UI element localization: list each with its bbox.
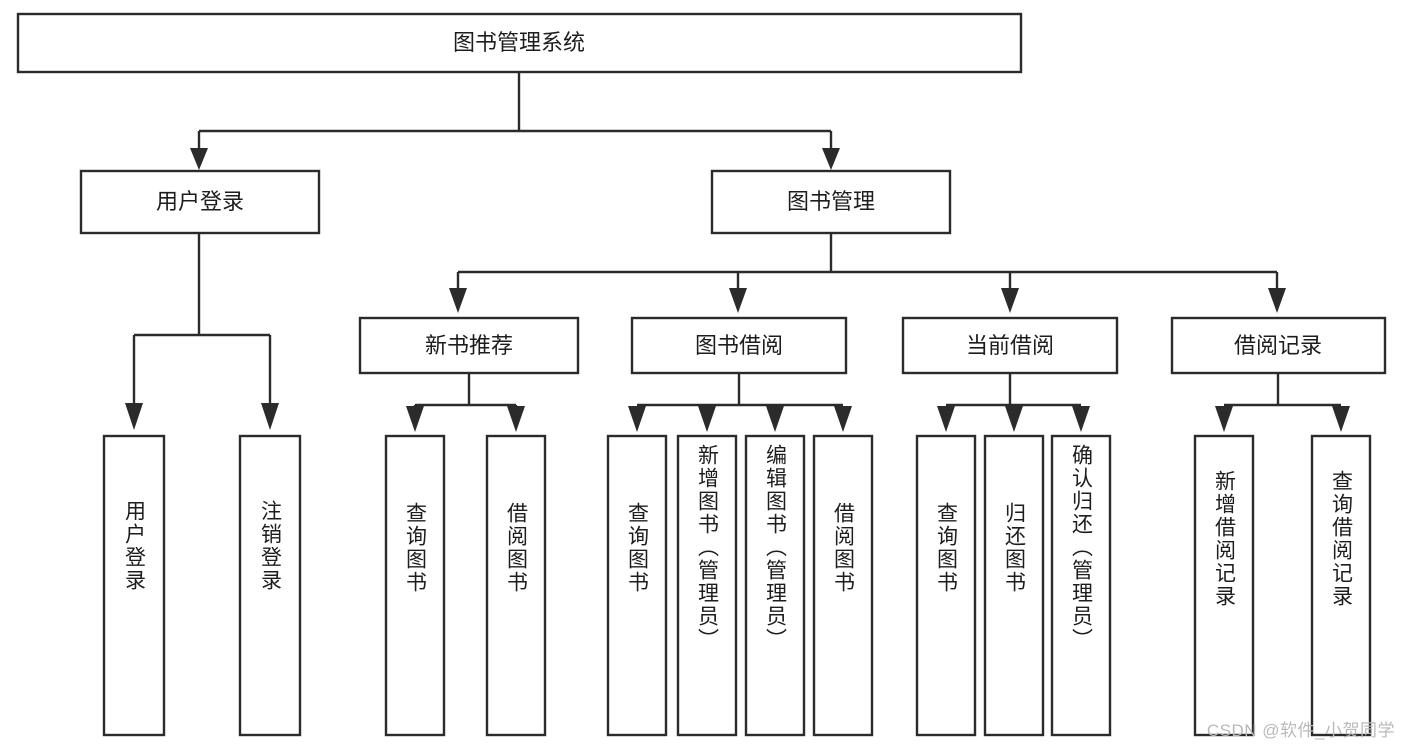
arrow-currentborrow-leaf-3: [1072, 406, 1090, 432]
arrow-borrowrecord-leaf-1: [1215, 406, 1233, 432]
node-book-borrow[interactable]: 图书借阅: [630, 316, 848, 375]
node-current-borrow-label: 当前借阅: [966, 333, 1054, 358]
node-borrow-record[interactable]: 借阅记录: [1170, 316, 1387, 375]
arrow-bookborrow-leaf-4: [834, 406, 852, 432]
leaf-box-borrow-lend[interactable]: [812, 434, 874, 737]
arrow-bookborrow-leaf-2: [698, 406, 716, 432]
connector-bookborrow-to-leaves: [628, 373, 852, 432]
arrow-userlogin-leaf-1: [125, 403, 143, 430]
node-book-borrow-label: 图书借阅: [695, 333, 783, 358]
node-root-label: 图书管理系统: [453, 30, 585, 55]
arrow-to-book-borrow: [729, 288, 747, 313]
leaf-box-group: [102, 434, 1372, 737]
arrow-to-borrow-record: [1268, 288, 1286, 313]
node-book-manage[interactable]: 图书管理: [710, 169, 952, 235]
arrow-currentborrow-leaf-1: [937, 406, 955, 432]
arrow-newbook-leaf-1: [406, 406, 424, 432]
node-book-manage-label: 图书管理: [787, 189, 875, 214]
connector-newbook-to-leaves: [406, 373, 525, 432]
leaf-box-newbook-borrow[interactable]: [485, 434, 547, 737]
connector-currentborrow-to-leaves: [937, 373, 1090, 432]
leaf-box-borrow-query[interactable]: [606, 434, 668, 737]
arrow-to-book-manage: [822, 148, 840, 170]
arrow-bookborrow-leaf-3: [766, 406, 784, 432]
leaf-box-user-login[interactable]: [102, 434, 166, 737]
leaf-box-current-confirm[interactable]: [1050, 434, 1112, 737]
node-user-login[interactable]: 用户登录: [79, 169, 321, 235]
node-current-borrow[interactable]: 当前借阅: [901, 316, 1119, 375]
arrow-to-current-borrow: [1001, 288, 1019, 313]
arrow-to-user-login: [190, 148, 208, 170]
leaf-box-record-query[interactable]: [1310, 434, 1372, 737]
node-borrow-record-label: 借阅记录: [1234, 333, 1322, 358]
watermark-text: CSDN @软件_小贺同学: [1206, 721, 1395, 740]
arrow-userlogin-leaf-2: [261, 403, 279, 430]
leaf-box-current-query[interactable]: [915, 434, 977, 737]
leaf-box-record-add[interactable]: [1193, 434, 1255, 737]
node-user-login-label: 用户登录: [156, 189, 244, 214]
leaf-box-logout[interactable]: [238, 434, 302, 737]
connector-userlogin-to-leaves: [125, 233, 279, 430]
connector-borrowrecord-to-leaves: [1215, 373, 1350, 432]
node-new-book-recommend[interactable]: 新书推荐: [358, 316, 580, 375]
connector-root-to-level2: [190, 72, 840, 170]
connector-bookmanage-to-level3: [449, 233, 1286, 313]
arrow-currentborrow-leaf-2: [1005, 406, 1023, 432]
arrow-newbook-leaf-2: [507, 406, 525, 432]
leaf-box-borrow-edit[interactable]: [744, 434, 806, 737]
arrow-borrowrecord-leaf-2: [1332, 406, 1350, 432]
arrow-bookborrow-leaf-1: [628, 406, 646, 432]
leaf-box-borrow-add[interactable]: [676, 434, 738, 737]
leaf-box-newbook-query[interactable]: [384, 434, 446, 737]
leaf-box-current-return[interactable]: [983, 434, 1045, 737]
arrow-to-new-book: [449, 288, 467, 313]
node-new-book-recommend-label: 新书推荐: [425, 333, 513, 358]
node-root[interactable]: 图书管理系统: [16, 12, 1023, 74]
